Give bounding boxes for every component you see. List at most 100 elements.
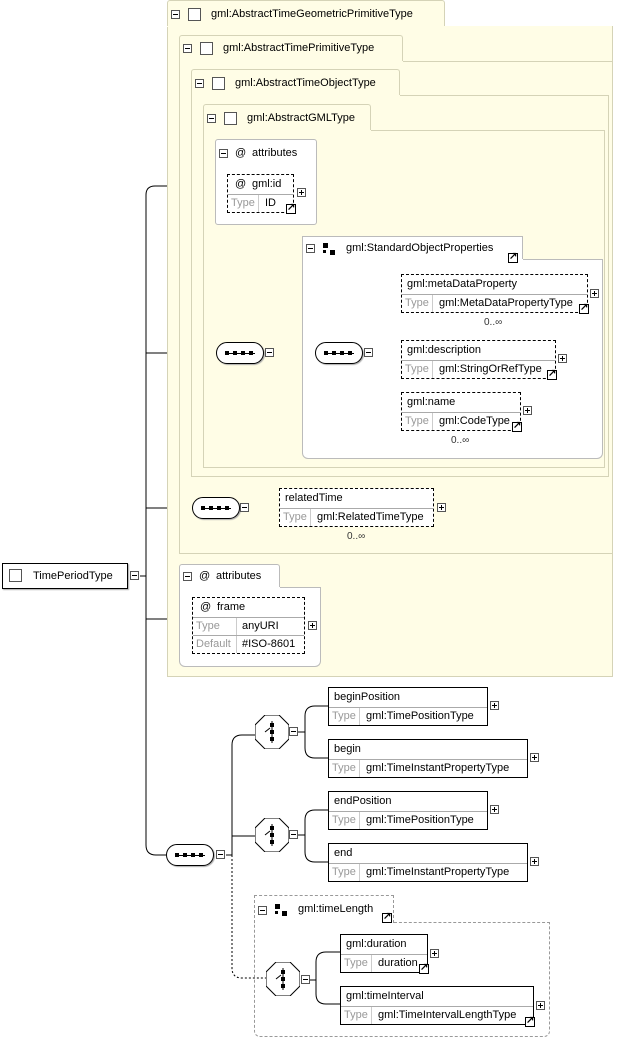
link-arrow-icon[interactable] <box>419 962 429 974</box>
collapse-toggle[interactable] <box>216 850 225 859</box>
attributes-tab <box>179 564 280 588</box>
type-key: Type <box>329 812 360 829</box>
time-length-tab <box>254 895 394 923</box>
element-description[interactable]: gml:description Type gml:StringOrRefType <box>401 340 556 379</box>
element-time-interval[interactable]: gml:timeInterval Type gml:TimeIntervalLe… <box>340 986 534 1025</box>
element-name: begin <box>334 743 361 755</box>
collapse-toggle[interactable] <box>195 79 204 88</box>
element-name: gml:timeInterval <box>346 990 424 1002</box>
type-title: gml:AbstractTimeObjectType <box>235 77 376 89</box>
choice-compositor[interactable] <box>266 962 300 996</box>
attribute-gml-id[interactable]: @ gml:id Type ID <box>227 174 294 213</box>
expand-toggle[interactable] <box>590 289 599 298</box>
collapse-toggle[interactable] <box>301 975 310 984</box>
type-value: anyURI <box>242 620 279 632</box>
group-icon <box>323 243 335 255</box>
collapse-toggle[interactable] <box>306 244 315 253</box>
collapse-toggle[interactable] <box>289 727 298 736</box>
occurrence-label: 0..∞ <box>347 531 366 542</box>
sequence-compositor[interactable] <box>216 342 264 364</box>
element-end[interactable]: end Type gml:TimeInstantPropertyType <box>328 843 528 882</box>
element-related-time[interactable]: relatedTime Type gml:RelatedTimeType <box>279 488 434 527</box>
element-name: gml:description <box>407 344 481 356</box>
root-type-name: TimePeriodType <box>33 570 113 582</box>
occurrence-label: 0..∞ <box>451 435 470 446</box>
type-key: Type <box>402 413 433 430</box>
sop-tab <box>302 236 523 260</box>
expand-toggle[interactable] <box>523 406 532 415</box>
collapse-toggle[interactable] <box>258 906 267 915</box>
collapse-toggle[interactable] <box>289 830 298 839</box>
type-value: gml:RelatedTimeType <box>317 511 424 523</box>
attribute-name: frame <box>217 601 246 613</box>
collapse-toggle[interactable] <box>265 348 274 357</box>
group-icon <box>275 904 287 916</box>
type-key: Type <box>341 1007 372 1024</box>
attributes-title: attributes <box>216 570 262 582</box>
link-arrow-icon[interactable] <box>512 420 522 432</box>
expand-toggle[interactable] <box>297 188 306 197</box>
type-value: gml:MetaDataPropertyType <box>439 297 573 309</box>
expand-toggle[interactable] <box>437 503 446 512</box>
collapse-toggle[interactable] <box>130 571 139 580</box>
occurrence-label: 0..∞ <box>484 317 503 328</box>
collapse-toggle[interactable] <box>364 348 373 357</box>
element-name: gml:duration <box>346 938 407 950</box>
attributes-title: attributes <box>252 147 298 159</box>
tab-abstract-time-object <box>191 69 400 96</box>
collapse-toggle[interactable] <box>183 572 192 581</box>
element-end-position[interactable]: endPosition Type gml:TimePositionType <box>328 791 488 830</box>
type-title: gml:AbstractTimeGeometricPrimitiveType <box>211 8 413 20</box>
element-name-field[interactable]: gml:name Type gml:CodeType <box>401 392 521 431</box>
type-value: gml:TimeInstantPropertyType <box>366 762 510 774</box>
collapse-toggle[interactable] <box>219 149 228 158</box>
default-key: Default <box>193 636 237 653</box>
choice-compositor[interactable] <box>255 818 289 852</box>
tab-abstract-time-geometric-primitive <box>167 0 445 27</box>
expand-toggle[interactable] <box>430 949 439 958</box>
element-meta-data-property[interactable]: gml:metaDataProperty Type gml:MetaDataPr… <box>401 274 588 313</box>
type-key: Type <box>402 361 433 378</box>
element-name: endPosition <box>334 795 392 807</box>
collapse-toggle[interactable] <box>171 10 180 19</box>
type-value: gml:TimePositionType <box>366 710 474 722</box>
type-value: gml:StringOrRefType <box>439 363 542 375</box>
link-arrow-icon[interactable] <box>286 202 296 214</box>
collapse-toggle[interactable] <box>183 44 192 53</box>
element-begin-position[interactable]: beginPosition Type gml:TimePositionType <box>328 687 488 726</box>
attribute-frame[interactable]: @ frame Type anyURI Default #ISO-8601 <box>192 597 305 654</box>
link-arrow-icon[interactable] <box>382 911 392 923</box>
element-name: gml:metaDataProperty <box>407 278 518 290</box>
type-key: Type <box>402 295 433 312</box>
expand-toggle[interactable] <box>530 753 539 762</box>
sequence-compositor[interactable] <box>192 497 240 519</box>
time-length-group <box>254 922 550 1037</box>
link-arrow-icon[interactable] <box>508 251 518 263</box>
expand-toggle[interactable] <box>490 805 499 814</box>
tab-abstract-time-primitive <box>179 35 403 62</box>
type-title: gml:AbstractTimePrimitiveType <box>223 42 375 54</box>
type-key: Type <box>341 955 372 972</box>
sequence-compositor[interactable] <box>166 844 214 866</box>
collapse-toggle[interactable] <box>207 114 216 123</box>
element-duration[interactable]: gml:duration Type duration <box>340 934 428 973</box>
group-title: gml:timeLength <box>298 903 374 915</box>
expand-toggle[interactable] <box>308 621 317 630</box>
root-type-box[interactable]: TimePeriodType <box>2 563 128 589</box>
expand-toggle[interactable] <box>490 701 499 710</box>
expand-toggle[interactable] <box>530 857 539 866</box>
type-checkbox-icon <box>9 569 22 582</box>
expand-toggle[interactable] <box>558 354 567 363</box>
type-title: gml:AbstractGMLType <box>247 112 355 124</box>
type-key: Type <box>193 618 237 635</box>
choice-compositor[interactable] <box>255 715 289 749</box>
sequence-compositor[interactable] <box>315 342 363 364</box>
element-begin[interactable]: begin Type gml:TimeInstantPropertyType <box>328 739 528 778</box>
expand-toggle[interactable] <box>536 1001 545 1010</box>
link-arrow-icon[interactable] <box>579 302 589 314</box>
type-checkbox-icon <box>200 42 213 55</box>
link-arrow-icon[interactable] <box>525 1015 535 1027</box>
type-key: Type <box>329 708 360 725</box>
collapse-toggle[interactable] <box>240 503 249 512</box>
link-arrow-icon[interactable] <box>547 368 557 380</box>
